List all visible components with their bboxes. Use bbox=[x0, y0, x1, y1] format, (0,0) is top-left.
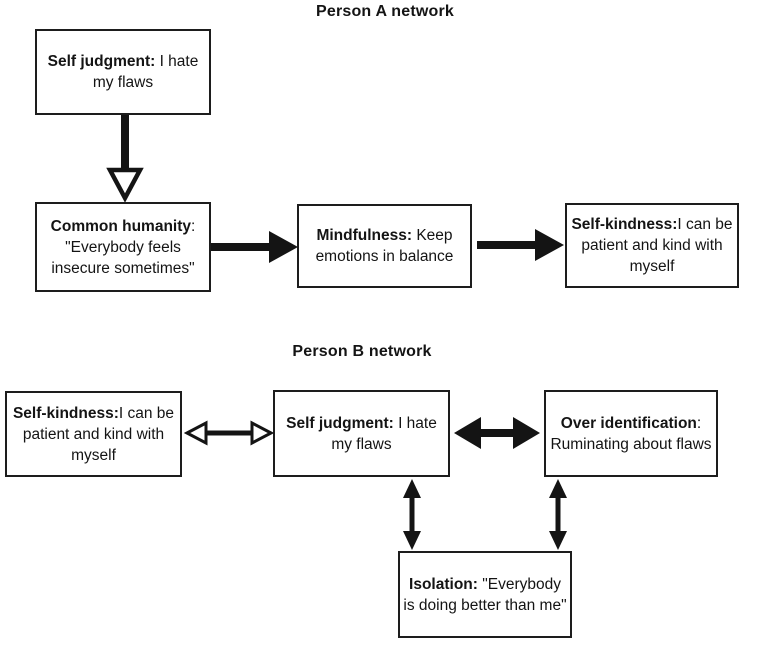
node-b-self-kindness-rest: I can be patient and kind with myself bbox=[22, 404, 175, 464]
network-b-title: Person B network bbox=[292, 343, 432, 360]
node-a-common-humanity: Common humanity: "Everybody feels insecu… bbox=[35, 202, 211, 292]
node-b-self-judgment-rest: I hate my flaws bbox=[331, 414, 437, 453]
node-a-self-judgment: Self judgment: I hate my flaws bbox=[35, 29, 211, 115]
arrow-double-solid-icon bbox=[454, 417, 540, 449]
node-b-isolation: Isolation: "Everybody is doing better th… bbox=[398, 551, 572, 638]
node-b-self-kindness-label: Self-kindness: bbox=[12, 404, 119, 422]
arrow-vertical-double-solid-icon bbox=[403, 479, 421, 550]
node-b-self-judgment-text: Self judgment: I hate my flaws bbox=[278, 413, 445, 455]
network-a-title: Person A network bbox=[315, 3, 455, 20]
node-b-self-kindness: Self-kindness:I can be patient and kind … bbox=[5, 391, 182, 477]
arrow-right-solid-icon bbox=[477, 229, 564, 261]
arrow-right-solid-icon bbox=[211, 231, 298, 263]
node-b-over-identification-label: Over identification bbox=[560, 414, 697, 432]
node-b-self-kindness-text: Self-kindness:I can be patient and kind … bbox=[10, 403, 177, 466]
node-a-self-kindness: Self-kindness:I can be patient and kind … bbox=[565, 203, 739, 288]
node-a-mindfulness-rest: Keep emotions in balance bbox=[315, 227, 454, 265]
node-b-isolation-rest: "Everybody is doing better than me" bbox=[403, 575, 567, 614]
node-a-self-judgment-text: Self judgment: I hate my flaws bbox=[40, 51, 206, 93]
node-a-mindfulness: Mindfulness: Keep emotions in balance bbox=[297, 204, 472, 288]
node-a-self-kindness-rest: I can be patient and kind with myself bbox=[581, 216, 733, 275]
node-a-common-humanity-text: Common humanity: "Everybody feels insecu… bbox=[40, 216, 206, 279]
node-b-over-identification-text: Over identification: Ruminating about fl… bbox=[549, 413, 713, 455]
node-a-self-judgment-rest: I hate my flaws bbox=[92, 53, 199, 91]
node-a-mindfulness-text: Mindfulness: Keep emotions in balance bbox=[302, 225, 467, 267]
node-b-isolation-text: Isolation: "Everybody is doing better th… bbox=[403, 574, 567, 616]
node-a-self-kindness-text: Self-kindness:I can be patient and kind … bbox=[570, 214, 734, 277]
arrow-down-hollow-icon bbox=[106, 115, 144, 203]
node-a-self-judgment-label: Self judgment: bbox=[47, 53, 156, 70]
node-a-common-humanity-label: Common humanity bbox=[50, 217, 192, 235]
node-b-self-judgment-label: Self judgment: bbox=[286, 414, 394, 432]
arrow-double-hollow-icon bbox=[184, 420, 274, 446]
node-b-over-identification-rest: : Ruminating about flaws bbox=[550, 414, 712, 453]
node-b-isolation-label: Isolation: bbox=[409, 575, 478, 593]
node-a-self-kindness-label: Self-kindness: bbox=[571, 216, 678, 233]
node-a-common-humanity-rest: : "Everybody feels insecure sometimes" bbox=[51, 217, 196, 277]
node-a-mindfulness-label: Mindfulness: bbox=[316, 227, 413, 244]
node-b-over-identification: Over identification: Ruminating about fl… bbox=[544, 390, 718, 477]
arrow-vertical-double-solid-icon bbox=[549, 479, 567, 550]
node-b-self-judgment: Self judgment: I hate my flaws bbox=[273, 390, 450, 477]
